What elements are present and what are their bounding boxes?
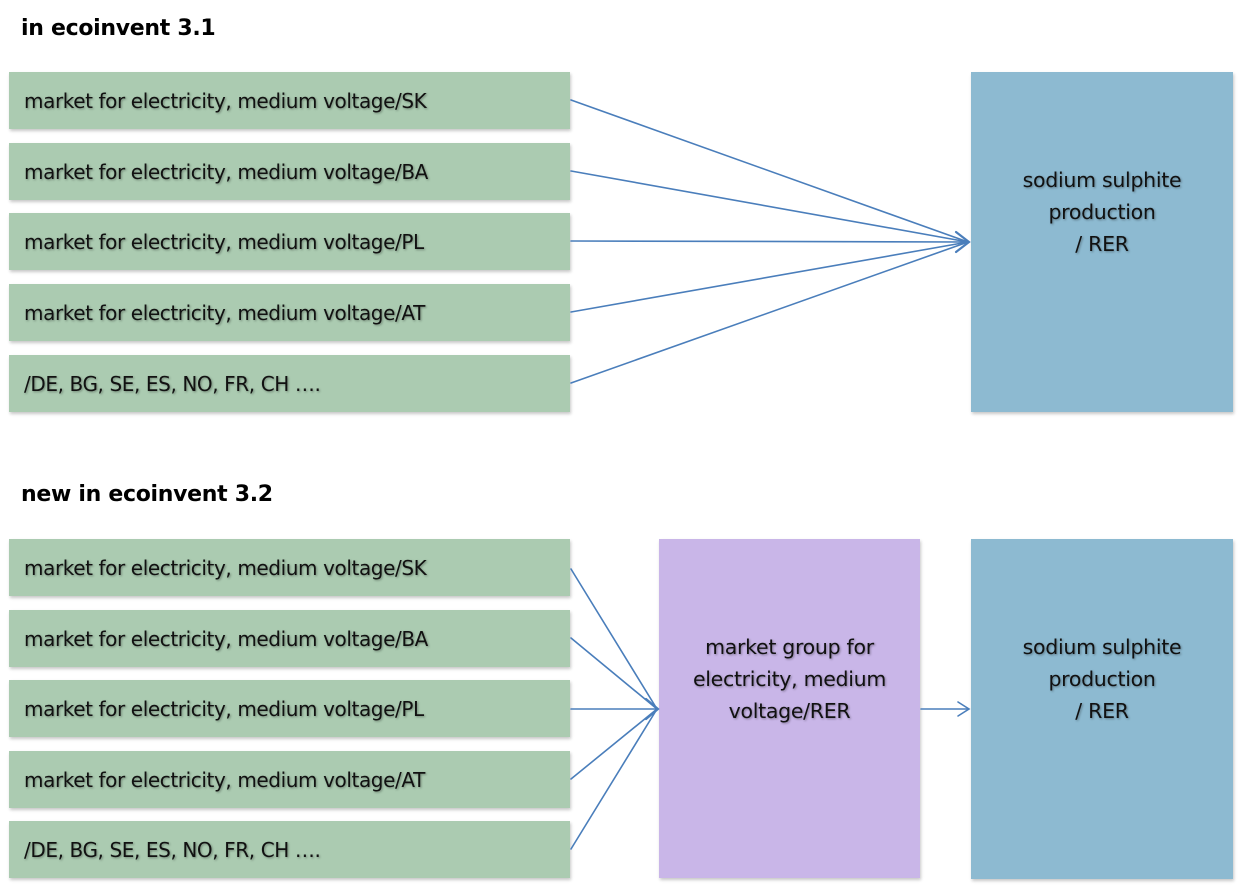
arrow-at-to-target	[570, 241, 969, 313]
input-box-sk: market for electricity, medium voltage/S…	[9, 539, 570, 596]
target-label-line: / RER	[1075, 232, 1129, 256]
target-label-line: production	[1048, 667, 1156, 691]
intermediate-label-line: voltage/RER	[728, 698, 851, 723]
input-box-others: /DE, BG, SE, ES, NO, FR, CH ….	[9, 821, 570, 878]
arrow-others-to-target	[570, 241, 969, 384]
input-box-at: market for electricity, medium voltage/A…	[9, 751, 570, 808]
target-label-line: sodium sulphite	[1022, 168, 1182, 192]
arrow-ba-to-group	[570, 637, 658, 710]
arrow-others-to-group	[570, 708, 658, 850]
arrow-sk-to-group	[570, 568, 658, 710]
input-box-ba: market for electricity, medium voltage/B…	[9, 143, 570, 200]
arrowhead-icon	[957, 701, 971, 717]
intermediate-box-market-group: market group for electricity, medium vol…	[659, 539, 920, 878]
target-box-sodium-sulphite: sodium sulphite production / RER	[971, 539, 1233, 879]
input-box-sk: market for electricity, medium voltage/S…	[9, 72, 570, 129]
arrowhead-icon	[644, 697, 660, 721]
input-box-pl: market for electricity, medium voltage/P…	[9, 213, 570, 270]
input-box-ba: market for electricity, medium voltage/B…	[9, 610, 570, 667]
target-box-sodium-sulphite: sodium sulphite production / RER	[971, 72, 1233, 412]
input-box-pl: market for electricity, medium voltage/P…	[9, 680, 570, 737]
arrow-pl-to-target	[570, 240, 969, 243]
section-heading-3-2: new in ecoinvent 3.2	[21, 482, 273, 507]
arrow-ba-to-target	[570, 170, 969, 243]
input-box-at: market for electricity, medium voltage/A…	[9, 284, 570, 341]
input-box-others: /DE, BG, SE, ES, NO, FR, CH ….	[9, 355, 570, 412]
arrow-at-to-group	[570, 708, 658, 780]
intermediate-label-line: market group for	[705, 634, 874, 659]
section-heading-3-1: in ecoinvent 3.1	[21, 16, 216, 41]
intermediate-label-line: electricity, medium	[692, 666, 887, 691]
target-label-line: sodium sulphite	[1022, 635, 1182, 659]
target-label-line: / RER	[1075, 699, 1129, 723]
arrowhead-icon	[954, 230, 971, 254]
arrow-sk-to-target	[570, 99, 969, 243]
target-label-line: production	[1048, 200, 1156, 224]
